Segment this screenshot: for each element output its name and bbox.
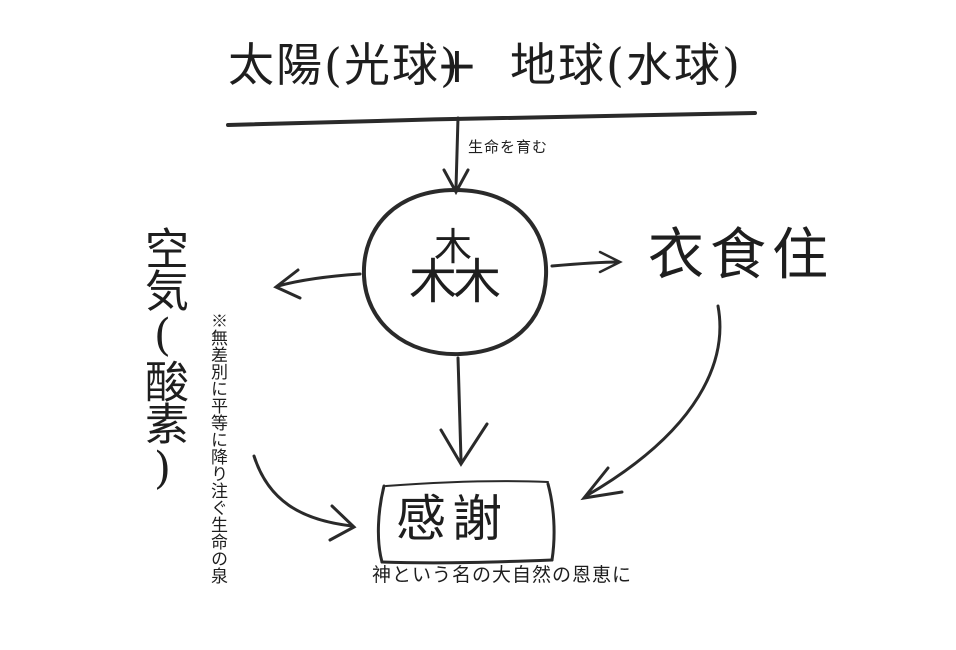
air-oxygen-label: 空気(酸素) [137,226,188,492]
earth-label: 地球(水球) [510,38,742,92]
sun-label: 太陽(光球) [228,38,460,92]
arrow-forest-to-shelter-head [598,250,623,274]
nurture-life-label: 生命を育む [468,138,549,156]
arrow-air-to-gratitude [252,454,354,528]
arrow-forest-to-shelter [550,260,620,268]
top-rule [226,111,757,127]
gratitude-top-line [385,480,549,487]
arrow-forest-to-air-head [273,268,302,300]
plus-sign: + [436,36,478,94]
gratitude-bracket-right [546,482,556,562]
gratitude-subtitle: 神という名の大自然の恩恵に [372,564,633,586]
gratitude-bottom-line [380,558,554,565]
forest-bottom-trees: 木木 [408,254,501,310]
arrow-shelter-to-gratitude [584,304,722,498]
clothing-food-shelter-label: 衣食住 [648,223,834,288]
arrow-shelter-to-gratitude-head [580,466,624,501]
arrow-forest-to-air [276,272,362,288]
forest-top-tree: 木 [433,225,472,269]
arrow-forest-to-gratitude [456,356,463,462]
gratitude-bracket-left [376,484,386,564]
arrow-forest-to-gratitude-head [439,422,489,467]
arrow-rule-to-forest [454,116,460,190]
gratitude-label: 感謝 [396,490,508,548]
air-note: ※無差別に平等に降り注ぐ生命の泉 [207,312,227,584]
arrow-air-to-gratitude-head [328,504,357,542]
forest-circle [361,187,549,357]
forest-character: 木 木木 [383,228,523,306]
